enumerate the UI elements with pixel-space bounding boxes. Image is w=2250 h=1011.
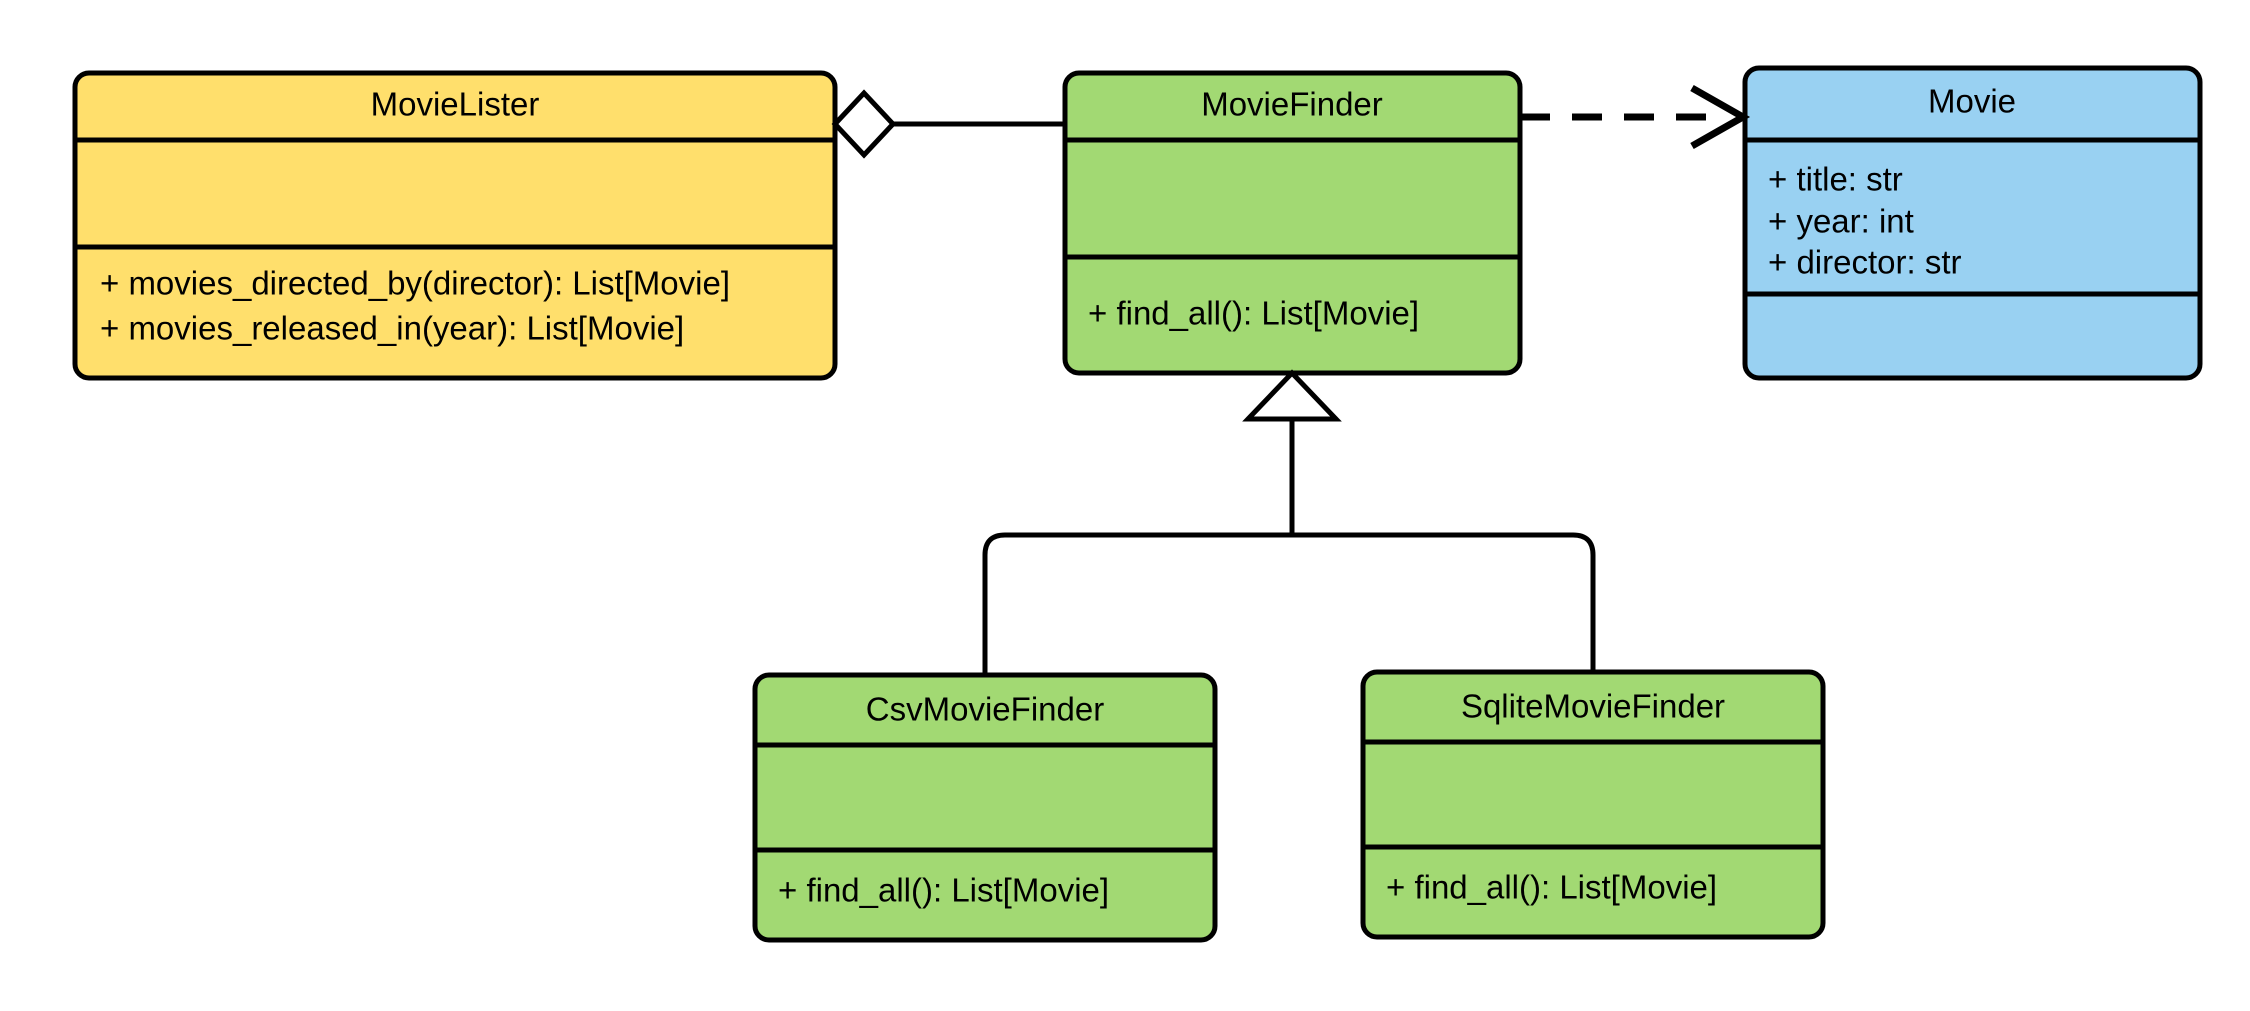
relationship-aggregation-lister-finder[interactable]: [831, 89, 1065, 159]
hollow-diamond-icon: [831, 89, 897, 159]
movie-attribute-0: + title: str: [1768, 161, 1903, 198]
movie-lister-method-0: + movies_directed_by(director): List[Mov…: [100, 265, 730, 302]
movie-box: [1742, 65, 2203, 381]
relationship-generalization-tree[interactable]: [982, 369, 1596, 675]
class-node-movie-finder[interactable]: MovieFinder + find_all(): List[Movie]: [1062, 70, 1523, 376]
open-arrow-icon: [1690, 84, 1751, 150]
movie-attribute-1: + year: int: [1768, 203, 1914, 240]
generalization-branch-sqlite: [1292, 532, 1596, 672]
relationship-dependency-finder-movie[interactable]: [1520, 84, 1751, 150]
class-node-csv-movie-finder[interactable]: CsvMovieFinder + find_all(): List[Movie]: [752, 672, 1218, 943]
movie-lister-box: [72, 70, 838, 381]
class-node-sqlite-movie-finder[interactable]: SqliteMovieFinder + find_all(): List[Mov…: [1360, 669, 1826, 940]
movie-lister-title: MovieLister: [371, 86, 540, 123]
movie-finder-method-0: + find_all(): List[Movie]: [1088, 295, 1419, 332]
movie-title: Movie: [1928, 83, 2016, 120]
csv-movie-finder-title: CsvMovieFinder: [866, 691, 1104, 728]
generalization-branch-csv: [982, 532, 1292, 675]
hollow-triangle-icon: [1242, 369, 1342, 422]
sqlite-movie-finder-title: SqliteMovieFinder: [1461, 688, 1725, 725]
movie-lister-method-1: + movies_released_in(year): List[Movie]: [100, 310, 684, 347]
class-node-movie-lister[interactable]: MovieLister + movies_directed_by(directo…: [72, 70, 838, 381]
class-node-movie[interactable]: Movie + title: str + year: int + directo…: [1742, 65, 2203, 381]
sqlite-movie-finder-method-0: + find_all(): List[Movie]: [1386, 869, 1717, 906]
movie-attribute-2: + director: str: [1768, 244, 1961, 281]
csv-movie-finder-method-0: + find_all(): List[Movie]: [778, 872, 1109, 909]
movie-finder-title: MovieFinder: [1201, 86, 1383, 123]
